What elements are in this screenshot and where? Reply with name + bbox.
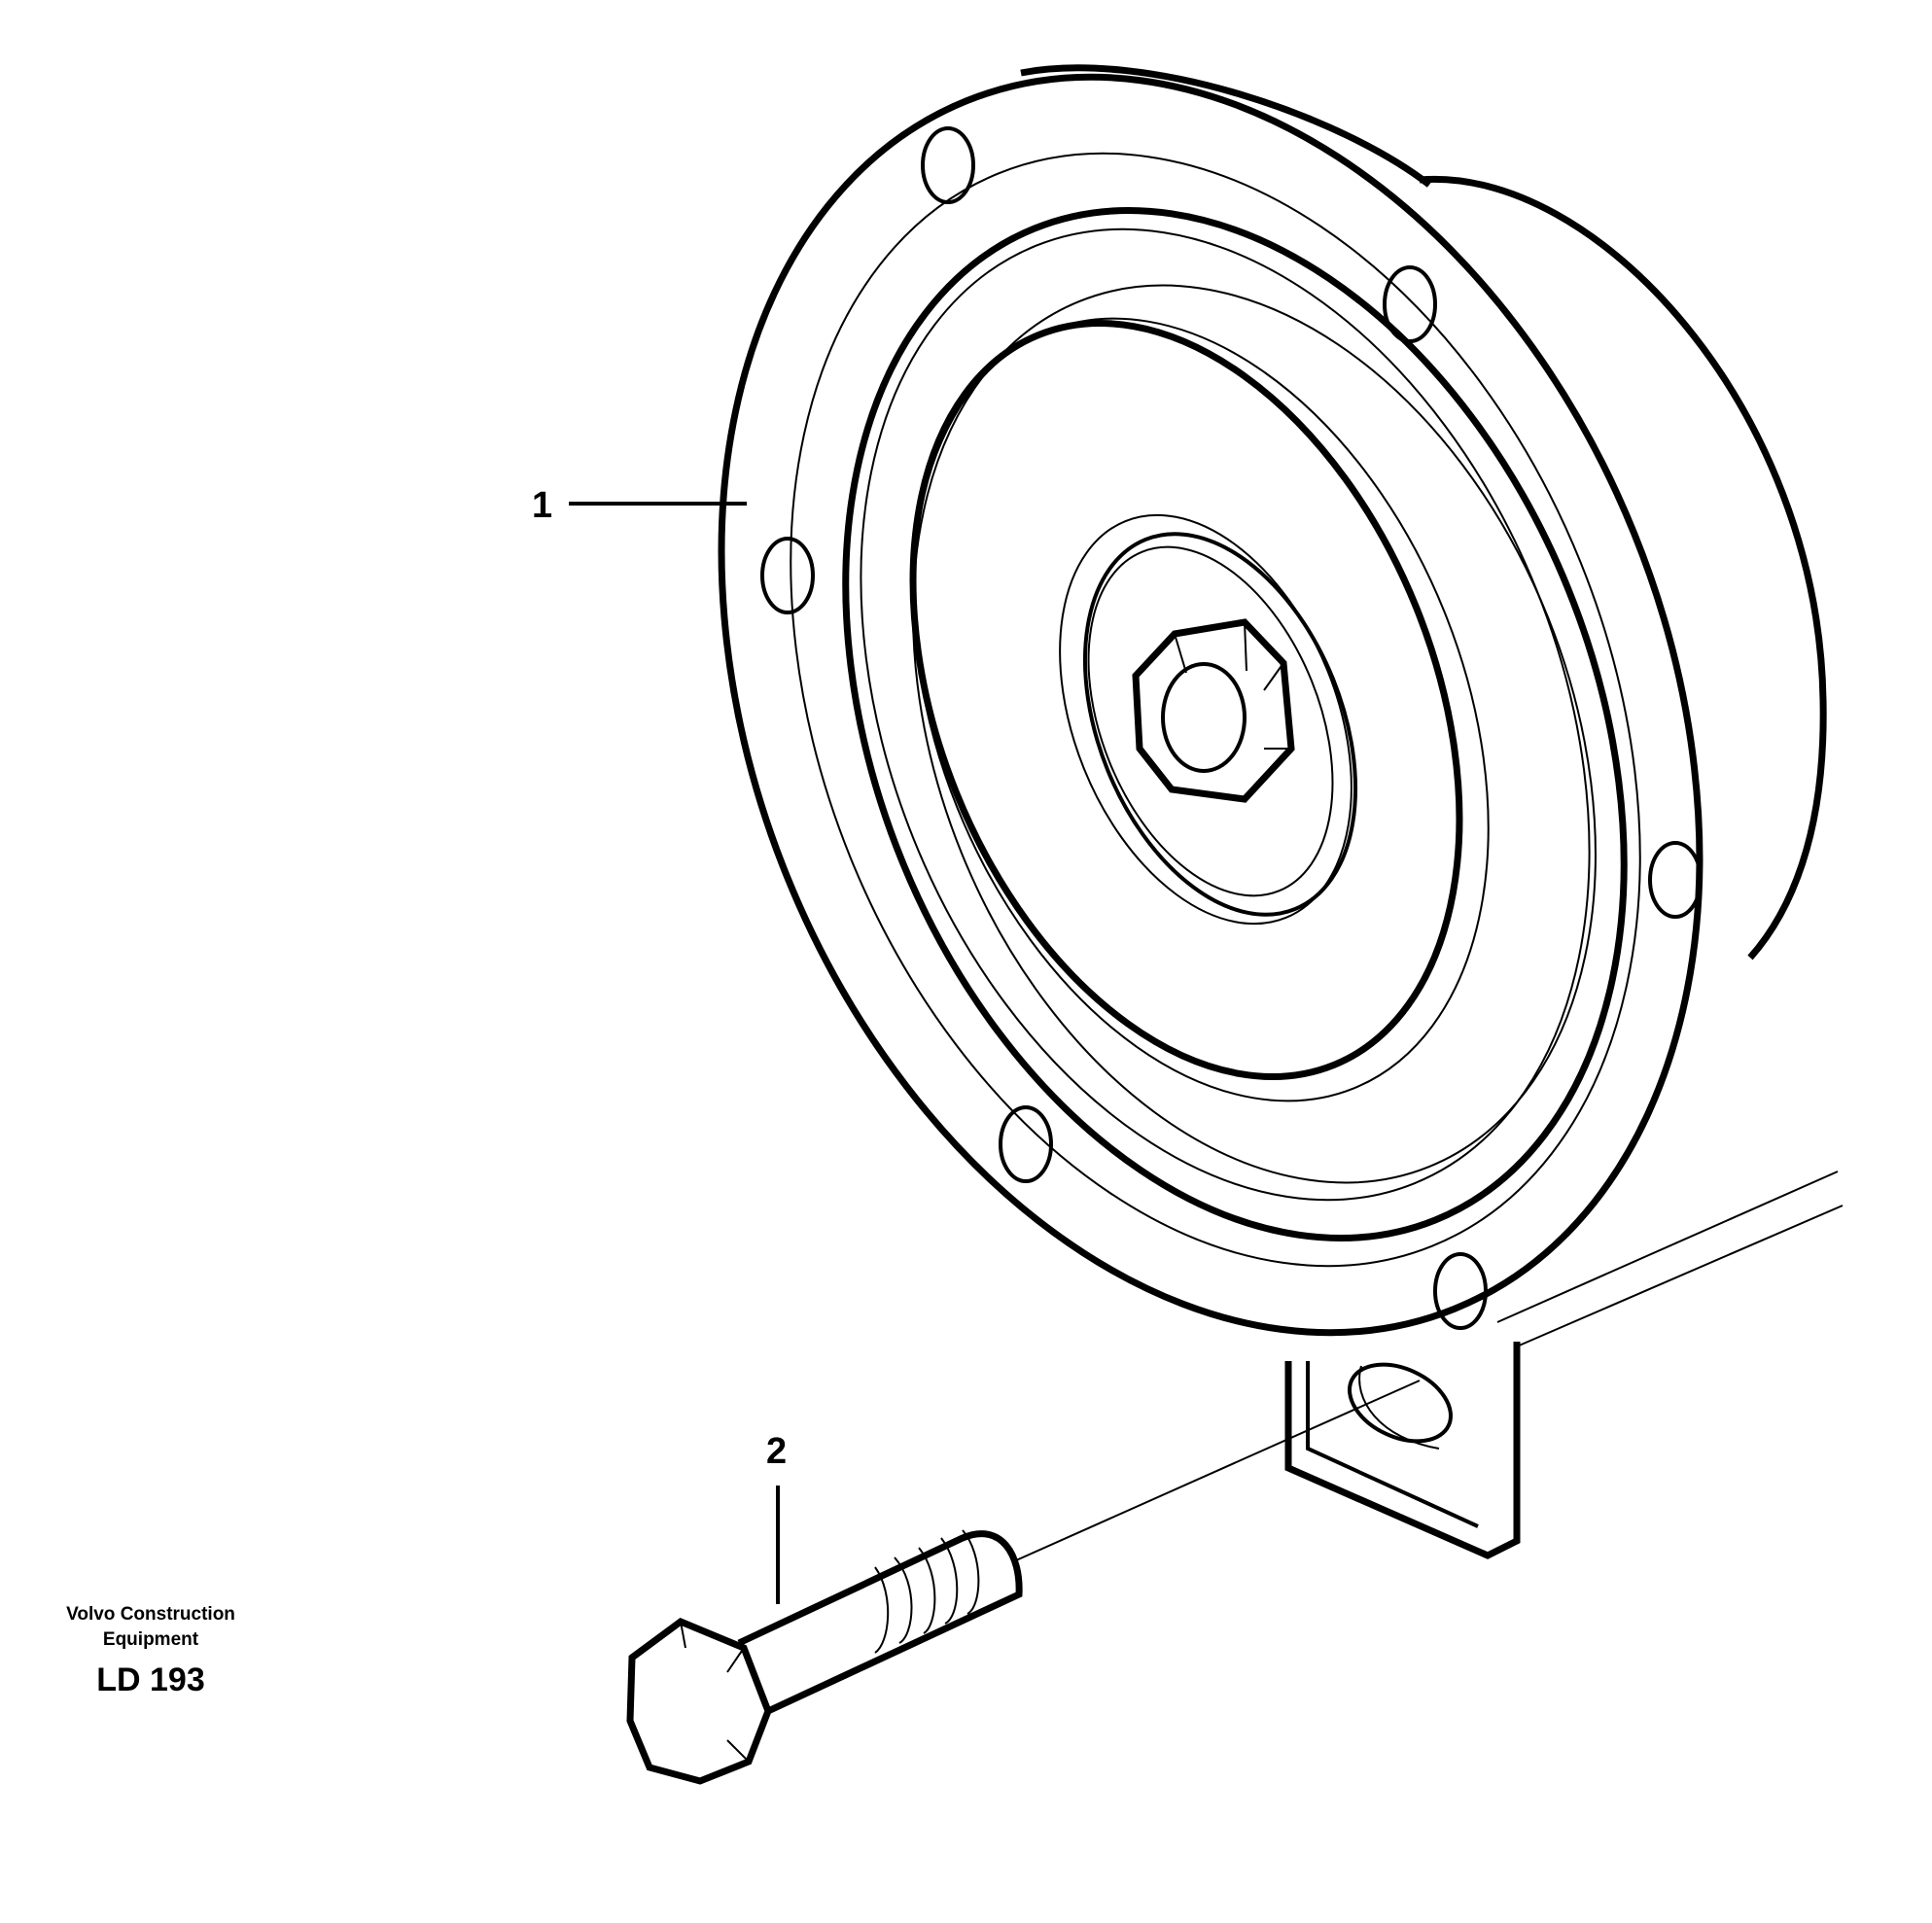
mounting-bracket — [1284, 1342, 1521, 1559]
callout-1: 1 — [532, 485, 553, 526]
brand-block: Volvo Construction Equipment LD 193 — [29, 1602, 272, 1701]
brand-name-line1: Volvo Construction — [66, 1604, 235, 1625]
drawing-code: LD 193 — [96, 1661, 205, 1698]
brand-name-line2: Equipment — [102, 1629, 199, 1650]
center-hex-nut — [1132, 618, 1295, 803]
screw — [626, 1529, 1023, 1785]
horn-back-housing — [1020, 64, 1827, 961]
callout-2: 2 — [766, 1431, 788, 1472]
flange-bolt-holes — [760, 126, 1703, 1330]
assembly-lines — [1015, 1171, 1844, 1561]
horn-body — [718, 73, 1704, 1337]
